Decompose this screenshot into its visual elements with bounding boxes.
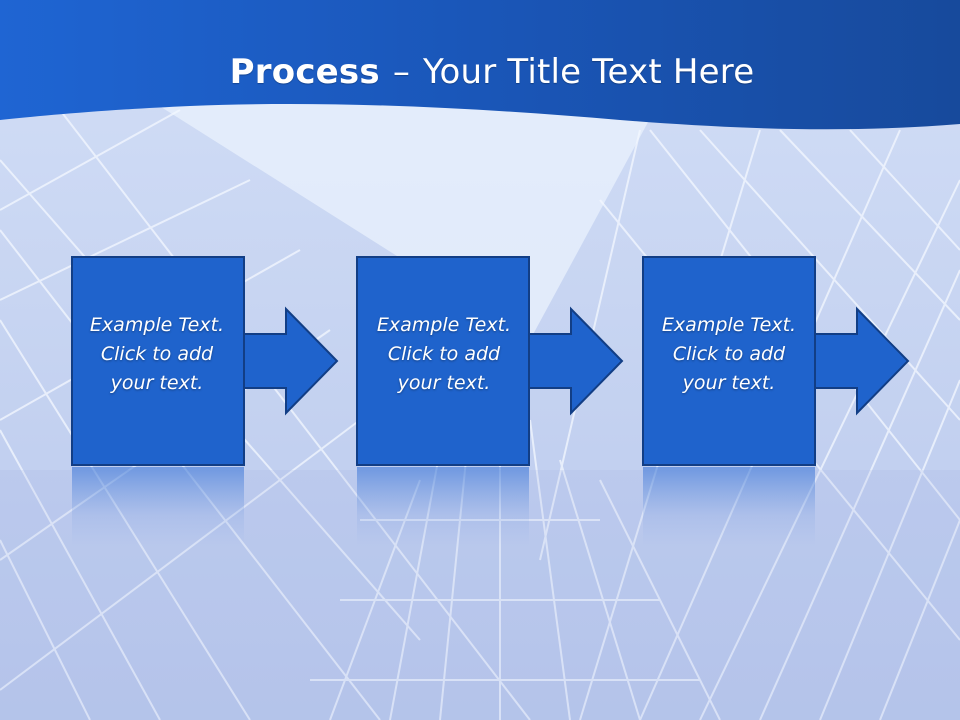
process-box-1 (71, 256, 245, 466)
step-2-line-2: Click to add (387, 343, 501, 365)
arrow-shape-2 (526, 306, 624, 416)
title-bold: Process (229, 52, 380, 92)
step-3-line-1: Example Text. (661, 314, 797, 336)
step-1-line-2: Click to add (100, 343, 214, 365)
process-step-2[interactable] (356, 256, 624, 547)
step-2-line-3: your text. (397, 372, 491, 394)
process-box-2 (356, 256, 530, 466)
process-step-3[interactable] (642, 256, 910, 547)
step-3-line-3: your text. (682, 372, 776, 394)
arrow-shape-1 (241, 306, 339, 416)
process-box-3 (642, 256, 816, 466)
process-step-1[interactable] (71, 256, 339, 547)
reflection-1 (72, 467, 244, 547)
process-step-1-text[interactable]: Example Text. Click to add your text. (71, 311, 243, 398)
reflection-3 (643, 467, 815, 547)
step-1-line-3: your text. (110, 372, 204, 394)
title-separator: – (392, 52, 411, 92)
process-step-3-text[interactable]: Example Text. Click to add your text. (643, 311, 815, 398)
title-text: Your Title Text Here (423, 52, 755, 92)
process-step-2-text[interactable]: Example Text. Click to add your text. (358, 311, 530, 398)
arrow-shape-3 (812, 306, 910, 416)
step-3-line-2: Click to add (672, 343, 786, 365)
step-2-line-1: Example Text. (376, 314, 512, 336)
header-band (0, 0, 960, 130)
reflection-2 (357, 467, 529, 547)
step-1-line-1: Example Text. (89, 314, 225, 336)
slide-title[interactable]: Process – Your Title Text Here (0, 52, 960, 92)
